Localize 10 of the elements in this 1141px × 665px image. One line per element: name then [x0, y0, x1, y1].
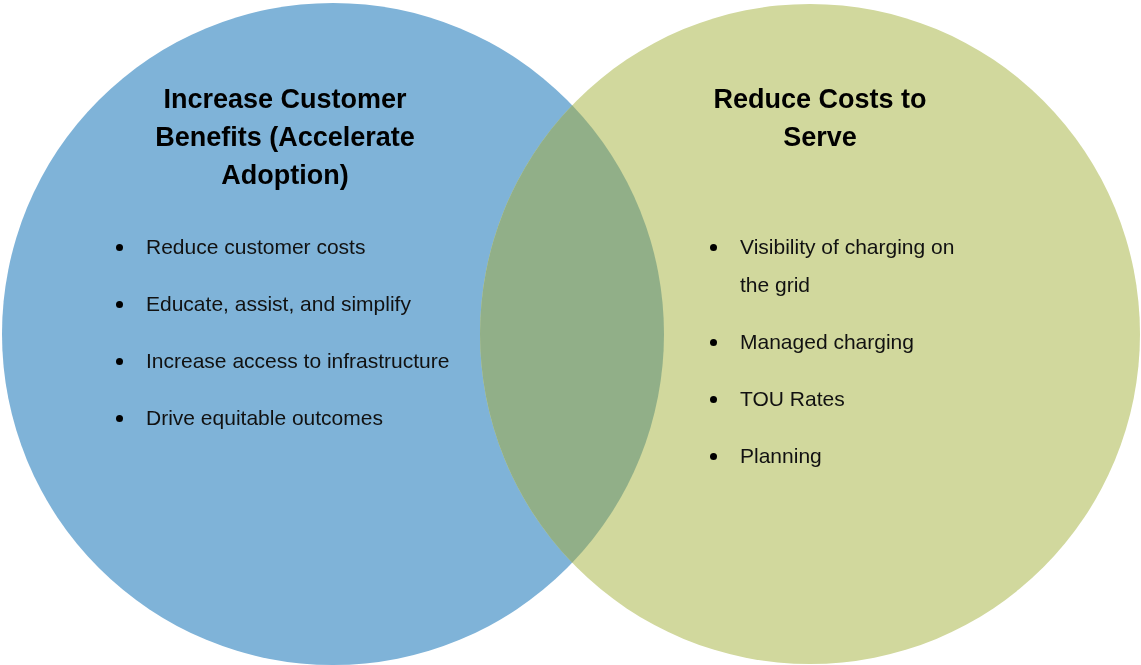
bullet-item: TOU Rates — [740, 387, 845, 410]
bullet-item: Reduce customer costs — [146, 235, 366, 258]
bullet-item: Increase access to infrastructure — [146, 349, 450, 372]
circle-heading: Increase Customer Benefits (Accelerate Adoption) — [154, 83, 416, 192]
bullet-item: Managed charging — [740, 330, 914, 353]
circle-heading: Reduce Costs to Serve — [712, 83, 928, 154]
bullet-item: Visibility of charging on the grid — [740, 235, 955, 296]
bullet-item: Educate, assist, and simplify — [146, 292, 411, 315]
bullet-item: Planning — [740, 444, 822, 467]
bullet-item: Drive equitable outcomes — [146, 406, 383, 429]
